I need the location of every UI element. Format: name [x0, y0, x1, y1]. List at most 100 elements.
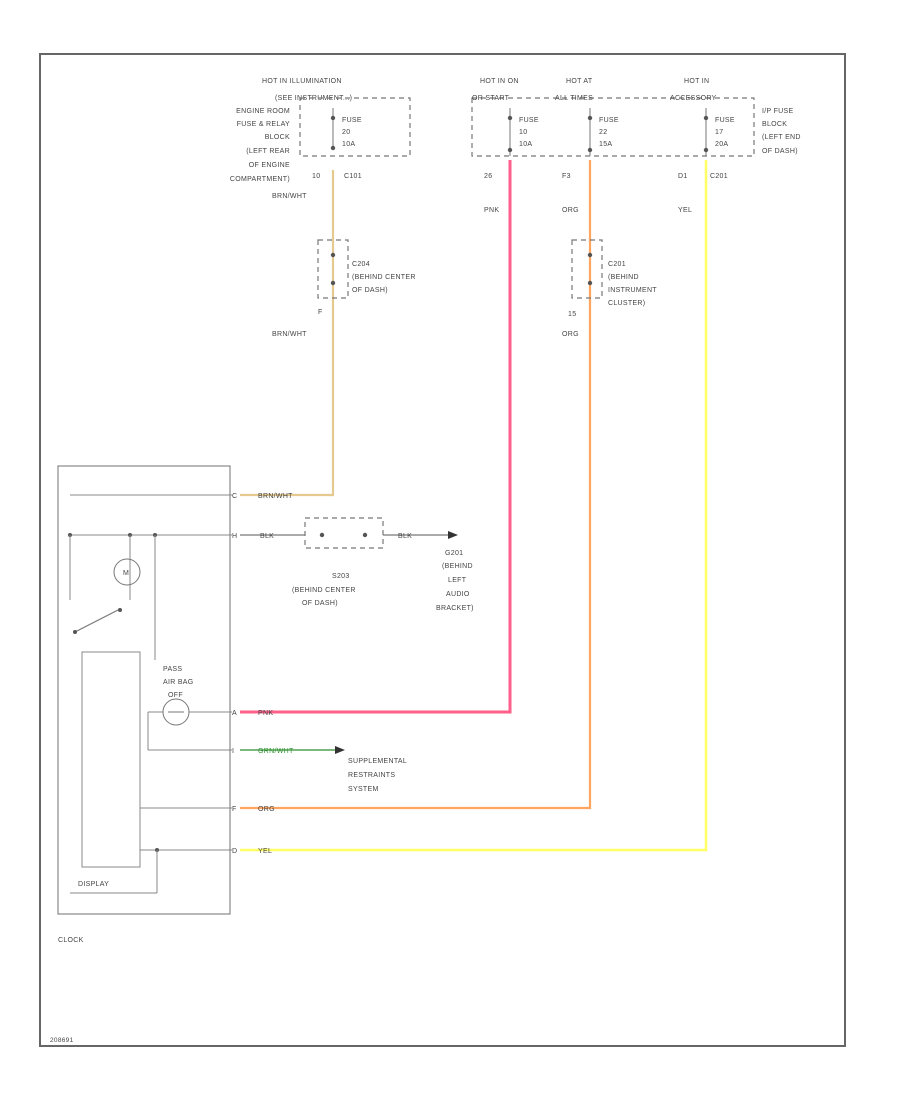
- pin-d: D: [232, 848, 237, 855]
- erb-line-5: OF ENGINE: [249, 162, 290, 169]
- srs-circuit: SUPPLEMENTAL RESTRAINTS SYSTEM: [240, 746, 407, 793]
- g201-desc-2: LEFT: [448, 577, 467, 584]
- acc-wire: YEL: [678, 207, 692, 214]
- pin-f: F: [232, 806, 237, 813]
- ground-wire-1: BLK: [260, 533, 274, 540]
- run-pin: 26: [484, 173, 492, 180]
- acc-fuse-1: FUSE: [715, 117, 735, 124]
- ipfb-line-2: BLOCK: [762, 121, 787, 128]
- erb-line-2: FUSE & RELAY: [237, 121, 290, 128]
- aat-title-1: HOT AT: [566, 78, 593, 85]
- aat-fuse-3: 15A: [599, 141, 612, 148]
- acc-fuse-2: 17: [715, 129, 723, 136]
- wire-pnk: [240, 160, 512, 714]
- illum-fuse-1: FUSE: [342, 117, 362, 124]
- illum-connector: C101: [344, 173, 362, 180]
- c204-pin: F: [318, 309, 323, 316]
- pin-i-wire: GRN/WHT: [258, 748, 294, 755]
- aat-fuse-1: FUSE: [599, 117, 619, 124]
- erb-line-3: BLOCK: [265, 134, 290, 141]
- run-title-2: OR START: [472, 95, 510, 102]
- wire-org: [240, 160, 592, 810]
- pin-c: C: [232, 493, 237, 500]
- srs-line-2: RESTRAINTS: [348, 772, 395, 779]
- ground-circuit: BLK BLK S203 (BEHIND CENTER OF DASH) G20…: [240, 517, 474, 612]
- run-fuse-2: 10: [519, 129, 527, 136]
- s203-desc-1: (BEHIND CENTER: [292, 587, 356, 594]
- pin-h: H: [232, 533, 237, 540]
- run-wire: PNK: [484, 207, 499, 214]
- run-fuse-1: FUSE: [519, 117, 539, 124]
- source-at-all-times: HOT AT ALL TIMES FUSE 22 15A F3 ORG: [555, 78, 619, 214]
- diagram-frame: [39, 53, 846, 1047]
- ipfb-line-4: OF DASH): [762, 148, 798, 155]
- c204-desc-2: OF DASH): [352, 287, 388, 294]
- aat-pin: F3: [562, 173, 571, 180]
- engine-room-block-label: ENGINE ROOM FUSE & RELAY BLOCK (LEFT REA…: [230, 108, 290, 183]
- pin-c-wire: BRN/WHT: [258, 493, 293, 500]
- c201-desc-2: INSTRUMENT: [608, 287, 657, 294]
- erb-line-1: ENGINE ROOM: [236, 108, 290, 115]
- pin-f-wire: ORG: [258, 806, 275, 813]
- display-label: DISPLAY: [78, 881, 109, 888]
- wire-yel: [240, 160, 708, 852]
- illum-pin: 10: [312, 173, 320, 180]
- illum-fuse-3: 10A: [342, 141, 355, 148]
- lamp-label-3: OFF: [168, 692, 183, 699]
- ip-fuse-block-outline: [471, 97, 755, 157]
- g201-id: G201: [445, 550, 463, 557]
- run-fuse-3: 10A: [519, 141, 532, 148]
- srs-line-1: SUPPLEMENTAL: [348, 758, 407, 765]
- c201-desc-1: (BEHIND: [608, 274, 639, 281]
- clock-switch-icon: [74, 609, 119, 633]
- illum-title-1: HOT IN ILLUMINATION: [262, 78, 342, 85]
- pin-i: I: [232, 748, 234, 755]
- g201-desc-3: AUDIO: [446, 591, 470, 598]
- s203-desc-2: OF DASH): [302, 600, 338, 607]
- srs-arrow-icon: [335, 746, 345, 754]
- clock-display-box: [81, 651, 141, 868]
- c204-id: C204: [352, 261, 370, 268]
- aat-wire: ORG: [562, 207, 579, 214]
- ip-fuse-block-label: I/P FUSE BLOCK (LEFT END OF DASH): [762, 108, 801, 155]
- wire-brn-wht: [240, 170, 335, 497]
- lamp-label-2: AIR BAG: [163, 679, 194, 686]
- ipfb-line-1: I/P FUSE: [762, 108, 793, 115]
- aat-title-2: ALL TIMES: [555, 95, 593, 102]
- motor-label: M: [123, 570, 129, 577]
- g201-desc-1: (BEHIND: [442, 563, 473, 570]
- run-title-1: HOT IN ON: [480, 78, 519, 85]
- c204-desc-1: (BEHIND CENTER: [352, 274, 416, 281]
- c201-desc-3: CLUSTER): [608, 300, 645, 307]
- illum-fuse-2: 20: [342, 129, 350, 136]
- c201-pin: 15: [568, 311, 576, 318]
- source-accessory: HOT IN ACCESSORY FUSE 17 20A D1 C201 YEL: [670, 78, 735, 214]
- pin-d-wire: YEL: [258, 848, 272, 855]
- acc-title-2: ACCESSORY: [670, 95, 717, 102]
- clock-motor-icon: [113, 558, 141, 586]
- s203-id: S203: [332, 573, 350, 580]
- erb-line-6: COMPARTMENT): [230, 176, 290, 183]
- connector-c204: C204 (BEHIND CENTER OF DASH) F BRN/WHT: [272, 239, 416, 338]
- pin-a-wire: PNK: [258, 710, 273, 717]
- c201-wire: ORG: [562, 331, 579, 338]
- srs-line-3: SYSTEM: [348, 786, 379, 793]
- source-run: HOT IN ON OR START FUSE 10 10A 26 PNK: [472, 78, 539, 214]
- c204-wire: BRN/WHT: [272, 331, 307, 338]
- clock-label: CLOCK: [58, 937, 84, 944]
- pin-a: A: [232, 710, 237, 717]
- lamp-label-1: PASS: [163, 666, 182, 673]
- clock-pins: C BRN/WHT H A PNK I GRN/WHT F ORG D YEL: [232, 493, 294, 855]
- ground-wire-2: BLK: [398, 533, 412, 540]
- acc-title-1: HOT IN: [684, 78, 709, 85]
- connector-c201: C201 (BEHIND INSTRUMENT CLUSTER) 15 ORG: [562, 239, 657, 338]
- acc-fuse-3: 20A: [715, 141, 728, 148]
- clock-outline: [57, 465, 231, 915]
- erb-line-4: (LEFT REAR: [246, 148, 290, 155]
- c201-id: C201: [608, 261, 626, 268]
- g201-desc-4: BRACKET): [436, 605, 474, 612]
- ipfb-line-3: (LEFT END: [762, 134, 801, 141]
- illum-wire: BRN/WHT: [272, 193, 307, 200]
- clock-component: C BRN/WHT H A PNK I GRN/WHT F ORG D YEL …: [57, 465, 294, 915]
